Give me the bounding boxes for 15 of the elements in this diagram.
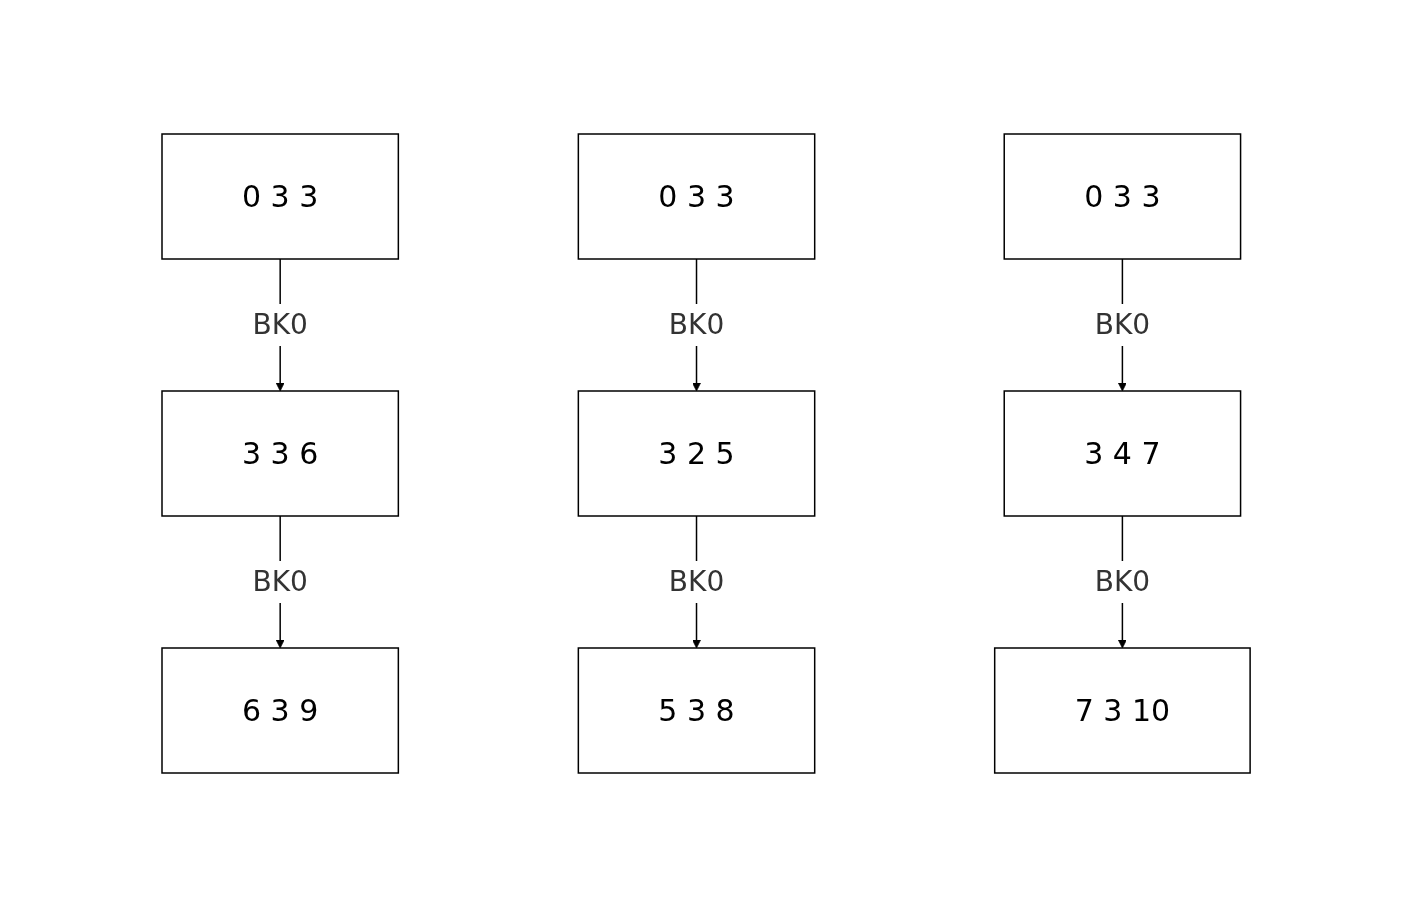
edge-label: BK0	[669, 307, 725, 341]
edge-label: BK0	[669, 564, 725, 598]
node-box: 0 3 3	[1003, 132, 1242, 260]
edge-label: BK0	[1095, 307, 1151, 341]
node-box: 0 3 3	[578, 132, 816, 260]
node-box: 3 4 7	[1003, 389, 1242, 517]
node-box: 6 3 9	[161, 646, 400, 774]
edge-label: BK0	[1095, 564, 1151, 598]
node-box: 0 3 3	[161, 132, 400, 260]
node-box: 7 3 10	[994, 646, 1252, 774]
node-box: 3 3 6	[161, 389, 400, 517]
edge-label: BK0	[252, 564, 309, 598]
node-box: 3 2 5	[578, 389, 816, 517]
node-box: 5 3 8	[578, 646, 816, 774]
edge-label: BK0	[252, 307, 309, 341]
